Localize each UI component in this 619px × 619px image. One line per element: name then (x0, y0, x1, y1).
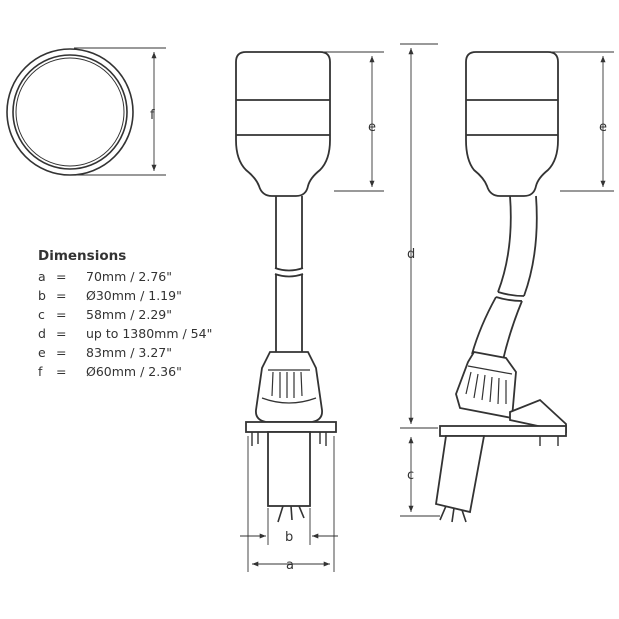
label-c: c (407, 468, 414, 483)
side-pole-break-upper (497, 291, 525, 297)
side-collar-ribs (465, 371, 507, 405)
front-flange (245, 421, 337, 433)
legend-key: f (38, 364, 43, 379)
legend-equals: = (56, 288, 67, 303)
legend-value: Ø30mm / 1.19" (86, 288, 182, 303)
top-view-middle-ring (12, 54, 128, 170)
dimension-e-side (552, 51, 614, 192)
dimensions-legend: Dimensions a = 70mm / 2.76" b = Ø30mm / … (38, 248, 212, 381)
dimension-f (74, 47, 166, 176)
side-view (434, 51, 567, 523)
front-base-collar (255, 351, 323, 423)
front-pole-break-upper (274, 267, 304, 272)
label-f: f (150, 108, 155, 123)
legend-value: 83mm / 3.27" (86, 345, 172, 360)
legend-key: d (38, 326, 46, 341)
front-light-head (235, 51, 331, 197)
side-light-head (465, 51, 559, 197)
legend-value: up to 1380mm / 54" (86, 326, 213, 341)
front-wires (277, 505, 305, 523)
dimension-d (400, 43, 438, 429)
label-e-side: e (599, 120, 607, 135)
side-wires (439, 505, 467, 523)
legend-value: 58mm / 2.29" (86, 307, 172, 322)
label-a: a (286, 558, 294, 573)
side-pole-break-lower (495, 296, 523, 302)
label-e-front: e (368, 120, 376, 135)
front-pole-break-lower (274, 273, 304, 278)
legend-row-a: a = 70mm / 2.76" (38, 267, 212, 286)
legend-value: Ø60mm / 2.36" (86, 364, 182, 379)
legend-key: b (38, 288, 46, 303)
legend-equals: = (56, 269, 67, 284)
legend-equals: = (56, 364, 67, 379)
side-pole-upper (497, 195, 538, 297)
label-b: b (285, 530, 293, 545)
side-base-collar (455, 351, 517, 420)
front-view (235, 51, 337, 523)
front-collar-ribs (271, 371, 303, 398)
front-pole-lower (275, 274, 303, 352)
legend-row-c: c = 58mm / 2.29" (38, 305, 212, 324)
legend-key: c (38, 307, 45, 322)
side-socket (434, 435, 486, 514)
dimension-c (400, 437, 440, 517)
front-pole-upper (275, 196, 303, 268)
top-view-inner-ring (15, 57, 125, 167)
dimension-e-front (322, 51, 384, 192)
side-pole-lower (471, 296, 523, 361)
legend-row-b: b = Ø30mm / 1.19" (38, 286, 212, 305)
label-d: d (407, 247, 415, 262)
legend-row-d: d = up to 1380mm / 54" (38, 324, 212, 343)
front-socket (267, 431, 311, 507)
top-view (6, 48, 134, 176)
legend-equals: = (56, 307, 67, 322)
legend-equals: = (56, 326, 67, 341)
legend-key: a (38, 269, 46, 284)
legend-row-f: f = Ø60mm / 2.36" (38, 362, 212, 381)
legend-title: Dimensions (38, 248, 127, 264)
legend-row-e: e = 83mm / 3.27" (38, 343, 212, 362)
legend-key: e (38, 345, 46, 360)
dimension-a (247, 436, 335, 572)
legend-equals: = (56, 345, 67, 360)
top-view-outer-ring (6, 48, 134, 176)
side-flange (439, 425, 567, 437)
legend-value: 70mm / 2.76" (86, 269, 172, 284)
